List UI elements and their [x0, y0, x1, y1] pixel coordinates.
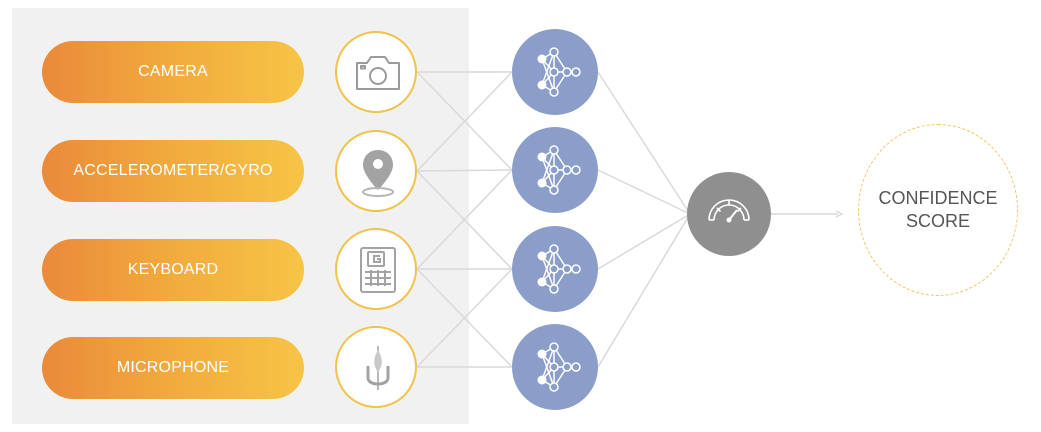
aggregator-node	[687, 172, 771, 256]
camera-icon	[356, 56, 400, 90]
model-aggregator-connector	[597, 213, 691, 270]
model-aggregator-connector	[597, 71, 691, 215]
microphone-sensor-node	[335, 326, 417, 408]
input-label-microphone: MICROPHONE	[116, 359, 230, 376]
neural-network-icon	[537, 47, 581, 97]
gauge-icon	[708, 199, 750, 223]
input-pill-keyboard: KEYBOARD	[42, 239, 304, 301]
keyboard-sensor-node	[335, 228, 417, 310]
model-node-3	[512, 226, 598, 312]
microphone-icon	[366, 346, 390, 390]
sensor-model-connector	[416, 169, 513, 172]
input-pill-camera: CAMERA	[42, 41, 304, 103]
input-pill-accelerometer-gyro: ACCELEROMETER/GYRO	[42, 140, 304, 202]
model-aggregator-connector	[597, 213, 691, 368]
model-aggregator-connector	[597, 169, 691, 215]
confidence-score-label: CONFIDENCE SCORE	[878, 188, 998, 231]
neural-network-icon	[537, 342, 581, 392]
neural-network-icon	[537, 145, 581, 195]
input-label-keyboard: KEYBOARD	[127, 261, 219, 278]
sensor-model-connector	[416, 169, 513, 270]
arrow-head-icon	[835, 210, 844, 218]
input-label-camera: CAMERA	[138, 63, 208, 80]
model-node-4	[512, 324, 598, 410]
input-pill-microphone: MICROPHONE	[42, 337, 304, 399]
input-label-accelerometer-gyro: ACCELEROMETER/GYRO	[73, 162, 273, 179]
keyboard-icon	[360, 247, 396, 293]
camera-sensor-node	[335, 31, 417, 113]
sensor-model-connector	[416, 71, 513, 172]
accelerometer-sensor-node	[335, 130, 417, 212]
neural-network-icon	[537, 244, 581, 294]
location-pin-icon	[362, 150, 394, 197]
model-node-1	[512, 29, 598, 115]
model-node-2	[512, 127, 598, 213]
confidence-score-node: CONFIDENCE SCORE	[858, 124, 1018, 296]
sensor-model-connector	[416, 268, 513, 368]
